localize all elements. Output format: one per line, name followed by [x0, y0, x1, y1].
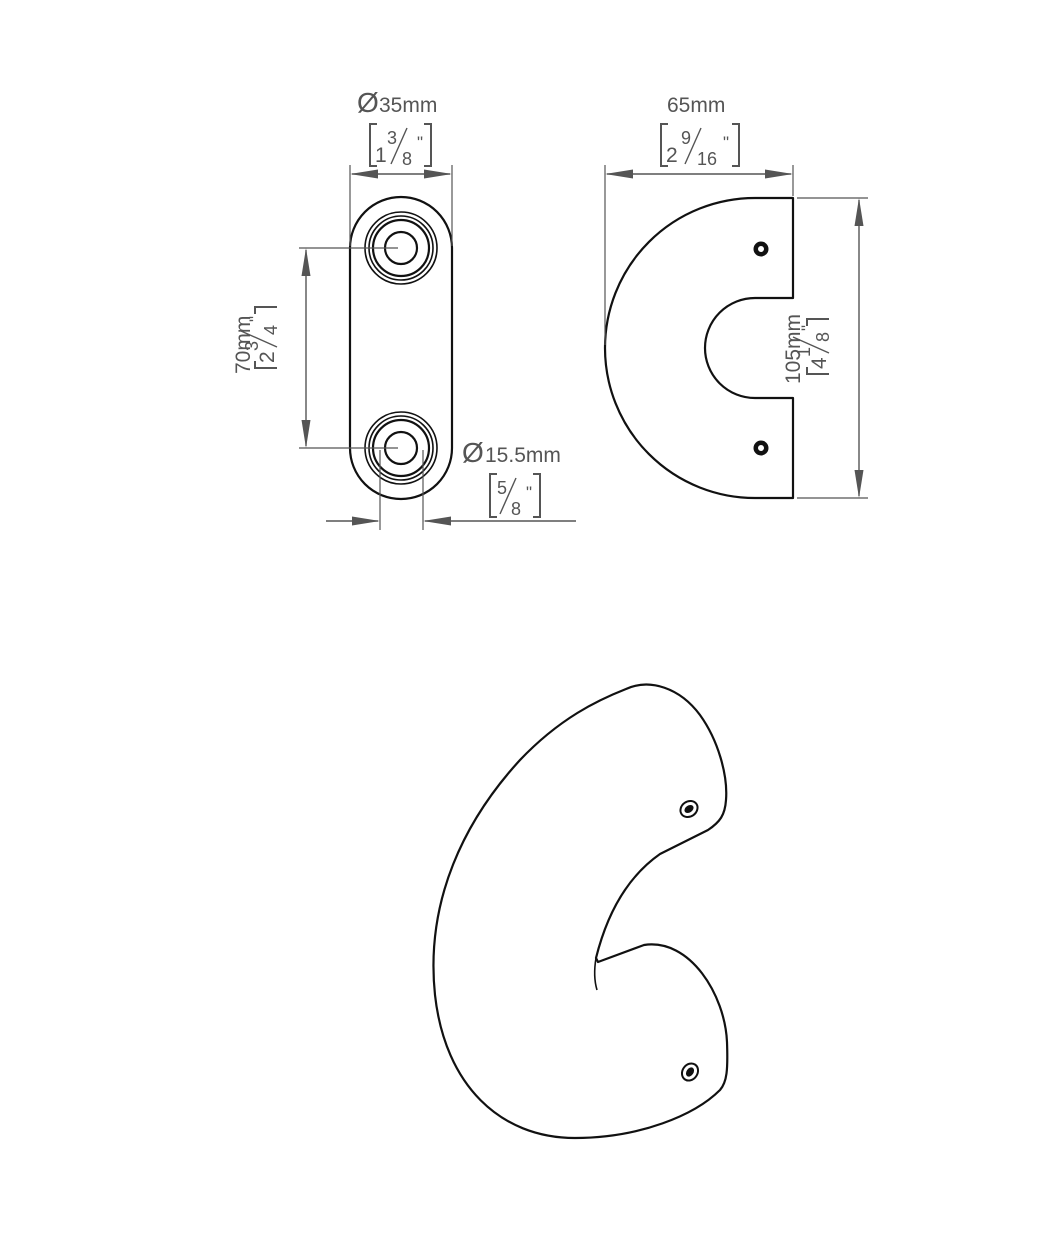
- dim-hole-diameter: Ø 15.5mm 5 8 ": [326, 437, 576, 530]
- dim-hole-spacing-inch: ": [246, 316, 265, 322]
- front-view: [348, 195, 454, 501]
- front-view-outline: [348, 195, 454, 501]
- dim-side-height-whole: 4: [808, 357, 831, 369]
- dim-side-height-den: 8: [813, 332, 833, 342]
- dim-hole-spacing-num: 3: [242, 341, 262, 351]
- dim-side-depth-whole: 2: [666, 144, 678, 167]
- dim-top-width-symbol: Ø: [357, 87, 379, 118]
- dim-side-height-inch: ": [798, 325, 817, 331]
- side-view-outline: [603, 196, 795, 500]
- dim-hole-diameter-den: 8: [511, 499, 521, 519]
- isometric-bottom-screw-hole: [680, 1062, 700, 1082]
- dim-side-depth-metric: 65mm: [667, 94, 725, 117]
- dim-side-depth: 65mm 2 9 16 ": [604, 94, 794, 345]
- dim-top-width: Ø 35mm 1 3 8 ": [349, 87, 453, 246]
- dim-hole-spacing-den: 4: [261, 325, 281, 335]
- dim-side-depth-den: 16: [697, 149, 717, 169]
- dim-hole-spacing-whole: 2: [256, 351, 279, 363]
- dim-hole-spacing: 70mm 2 3 4 ": [232, 247, 398, 449]
- isometric-top-screw-hole: [679, 799, 699, 819]
- dim-top-width-den: 8: [402, 149, 412, 169]
- dim-hole-diameter-symbol: Ø: [462, 437, 484, 468]
- dim-hole-diameter-metric: 15.5mm: [485, 444, 561, 467]
- side-bottom-screw-hole: [753, 440, 769, 456]
- dim-hole-diameter-num: 5: [497, 478, 507, 498]
- dim-side-depth-num: 9: [681, 128, 691, 148]
- dim-side-height-metric: 105mm: [782, 314, 805, 384]
- dim-hole-spacing-metric: 70mm: [232, 316, 255, 374]
- isometric-outline: [432, 683, 729, 1140]
- isometric-view: [432, 683, 729, 1140]
- dim-top-width-num: 3: [387, 128, 397, 148]
- isometric-inner-edge: [593, 957, 598, 991]
- dim-top-width-whole: 1: [375, 144, 387, 167]
- side-view: [603, 196, 795, 500]
- dim-side-height-num: 1: [794, 347, 814, 357]
- dim-top-width-metric: 35mm: [379, 94, 437, 117]
- dim-side-depth-inch: ": [723, 133, 729, 152]
- dim-hole-diameter-inch: ": [526, 483, 532, 502]
- dim-top-width-inch: ": [417, 133, 423, 152]
- dim-side-height: 105mm 4 1 8 ": [782, 197, 868, 499]
- side-top-screw-hole: [753, 241, 769, 257]
